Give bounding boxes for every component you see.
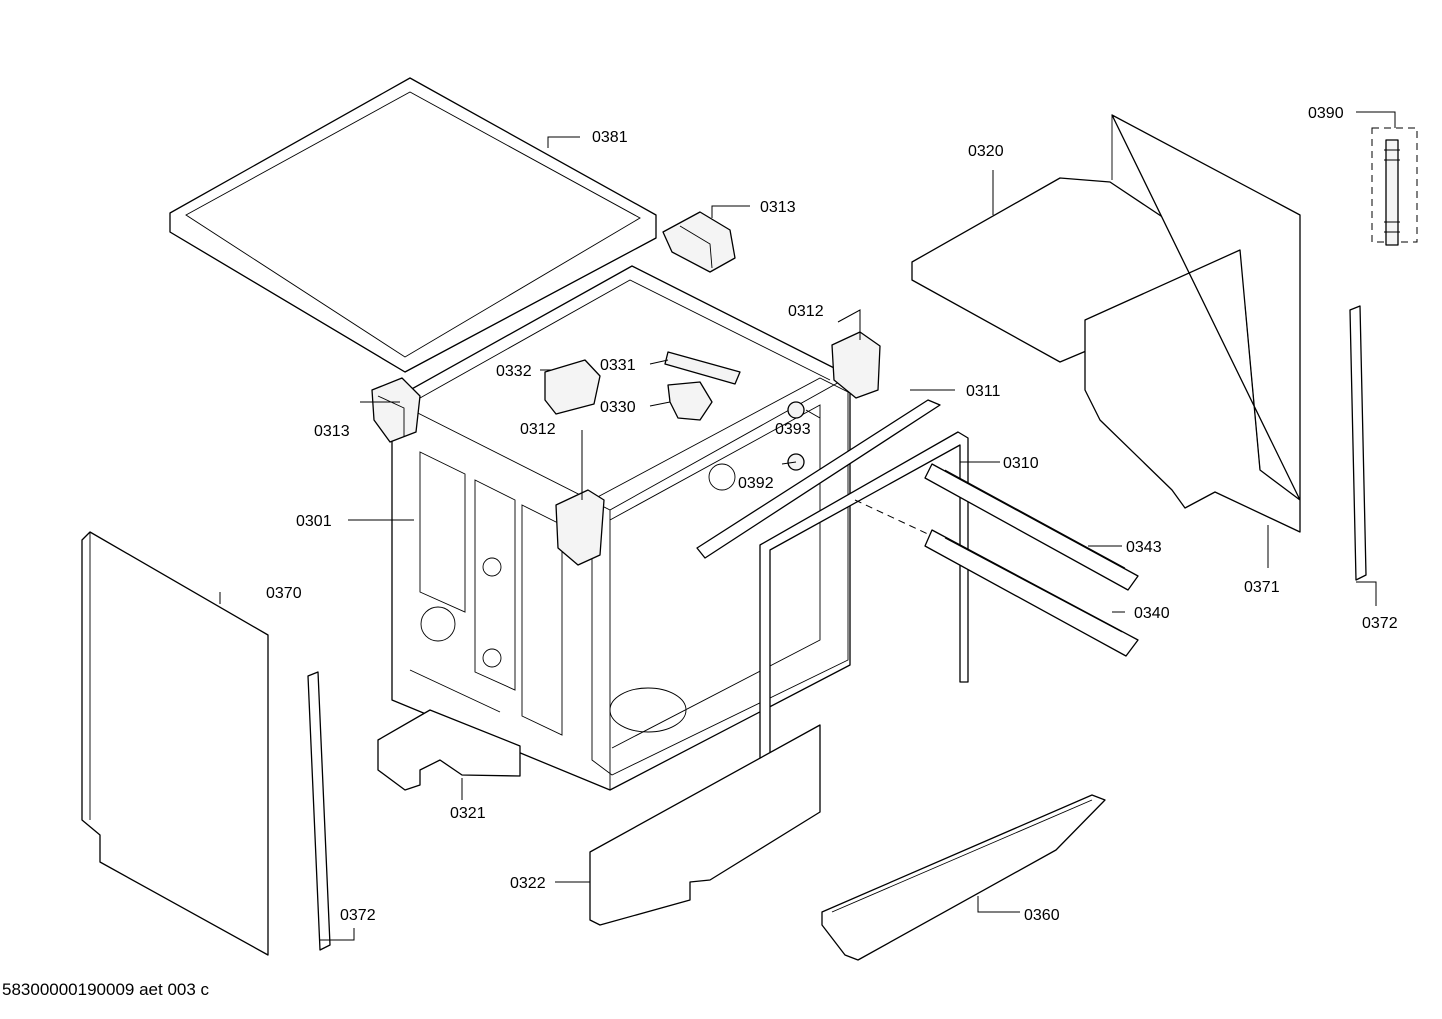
label-0372-left: 0372 [340,907,376,924]
part-0321-base [377,709,521,791]
part-0313-bracket-left [371,377,421,443]
leader-lines [219,111,1396,941]
label-0392: 0392 [738,475,774,492]
part-0372-strip-left [307,671,331,951]
part-0371-side-panel [1084,114,1301,533]
label-0313-left: 0313 [314,423,350,440]
part-0322-base [589,724,821,926]
label-0381: 0381 [592,129,628,146]
part-0312-hinge-mid [555,489,605,566]
label-0371: 0371 [1244,579,1280,596]
label-0311: 0311 [966,383,1001,400]
part-0393 [787,401,805,419]
part-0372-strip-right [1349,305,1367,581]
label-0370: 0370 [266,585,302,602]
label-0332: 0332 [496,363,532,380]
label-0331: 0331 [600,357,636,374]
part-0311-seal [696,399,941,559]
label-0390: 0390 [1308,105,1344,122]
part-labels: 0381 0313 0312 0332 0331 0330 0313 0312 … [266,105,1398,924]
part-0332 [544,359,601,415]
label-0343: 0343 [1126,539,1162,556]
label-0321: 0321 [450,805,486,822]
assembly-line [854,499,931,536]
part-0301-tub [391,265,851,791]
part-0340-rail [924,529,1139,657]
part-0313-bracket-top [662,211,736,273]
label-0360: 0360 [1024,907,1060,924]
label-0320: 0320 [968,143,1004,160]
document-id: 58300000190009 aet 003 c [2,980,210,999]
label-0330: 0330 [600,399,636,416]
part-0381-worktop [169,77,657,373]
label-0340: 0340 [1134,605,1170,622]
part-0343-rail [924,463,1139,591]
label-0393: 0393 [775,421,811,438]
label-0301: 0301 [296,513,332,530]
label-0312-mid: 0312 [520,421,556,438]
part-0370-side-panel [81,531,269,956]
label-0310: 0310 [1003,455,1039,472]
label-0312-right: 0312 [788,303,824,320]
label-0372-right: 0372 [1362,615,1398,632]
label-0322: 0322 [510,875,546,892]
part-0390-hose [1371,127,1418,246]
label-0313-top: 0313 [760,199,796,216]
part-0360-plinth [821,794,1106,961]
